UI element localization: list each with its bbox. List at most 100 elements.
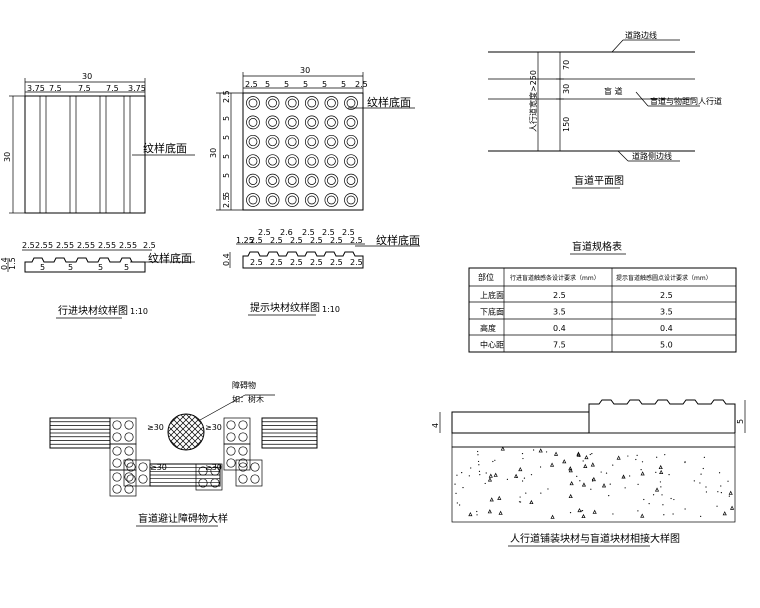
obstacle-hatch — [168, 414, 175, 450]
warning-block-figure: 30 2.5 5 5 5 5 5 2.5 30 2.5 5 5 5 5 5 2.… — [209, 66, 420, 316]
aggregate — [605, 472, 608, 474]
fig2-sec-top: 2.5 — [250, 236, 263, 245]
table-cell: 7.5 — [553, 341, 566, 350]
aggregate — [643, 498, 645, 501]
aggregate — [591, 453, 593, 455]
aggregate — [592, 480, 594, 482]
fig2-dim-total: 30 — [300, 66, 310, 75]
tile-dot — [124, 446, 134, 456]
aggregate — [637, 510, 639, 512]
dot-outer — [324, 154, 339, 169]
table-title: 盲道规格表 — [572, 240, 622, 253]
obstacle-hatch — [191, 414, 204, 450]
dot-outer — [304, 173, 319, 188]
fig2-sec-low: 2.5 — [350, 258, 363, 267]
dot-outer — [324, 115, 339, 130]
dot-grid — [246, 96, 358, 207]
table-cell: 0.4 — [660, 324, 673, 333]
tile-dot — [112, 432, 122, 442]
tile-dot — [112, 446, 122, 456]
fig3-bottom-label: 道路侧边线 — [632, 151, 672, 161]
fig1-dim-side: 30 — [3, 152, 12, 162]
obstacle-hatch — [179, 414, 204, 450]
concrete-speckle — [454, 446, 735, 519]
aggregate — [514, 473, 519, 478]
fig2-dim-top: 5 — [265, 80, 270, 89]
aggregate — [545, 451, 548, 453]
tile-dot — [238, 474, 248, 484]
aggregate — [468, 475, 470, 477]
dot-inner — [327, 176, 336, 185]
fig2-sec-side: 0.4 — [222, 253, 231, 266]
aggregate — [601, 483, 607, 488]
aggregate — [718, 472, 721, 474]
dot-outer — [246, 96, 260, 110]
aggregate — [478, 470, 481, 472]
dot-inner — [307, 195, 317, 205]
aggregate — [640, 469, 642, 471]
dot-inner — [346, 137, 356, 147]
fig1-dim-d: 7.5 — [106, 84, 119, 93]
fig1-face-label2: 纹样底面 — [148, 251, 192, 265]
aggregate — [562, 459, 567, 464]
aggregate — [519, 501, 522, 503]
aggregate — [522, 457, 524, 460]
dot-inner — [268, 137, 277, 147]
aggregate — [538, 448, 543, 453]
aggregate — [547, 488, 549, 490]
fig1-title: 行进块材纹样图 — [58, 304, 128, 317]
fig2-dim-top: 5 — [284, 80, 289, 89]
table-cell: 2.5 — [660, 291, 673, 300]
fig2-sec-top2: 2.6 — [280, 228, 293, 237]
dot-inner — [346, 176, 356, 185]
fig3-title: 盲道平面图 — [574, 174, 624, 187]
aggregate — [478, 464, 480, 466]
tile-dot — [112, 458, 122, 468]
tile-dot — [124, 458, 134, 468]
dot-outer — [304, 96, 319, 110]
aggregate — [576, 451, 581, 456]
tile-dot — [124, 432, 134, 442]
spec-table: 盲道规格表 部位 行进盲道触感条设计要求（mm） 提示盲道触感圆点设计要求（mm… — [468, 240, 737, 353]
fig2-side-tick: 5 — [222, 154, 231, 159]
fig2-sec-top: 2.5 — [350, 236, 363, 245]
aggregate — [673, 498, 675, 501]
dot-outer — [324, 193, 339, 207]
fig2-sec-top2: 2.5 — [302, 228, 315, 237]
aggregate — [518, 501, 521, 503]
fig2-dim-top: 5 — [303, 80, 308, 89]
fig3-obstacle-label: 盲道与物距同人行道 — [650, 96, 722, 106]
fig1-sec-side2: 1.5 — [8, 257, 17, 270]
table-header-guide: 行进盲道触感条设计要求（mm） — [510, 274, 600, 282]
table-cell: 下底面 — [480, 307, 504, 317]
fig2-title: 提示块材纹样图 — [250, 301, 320, 314]
dot-outer — [246, 115, 260, 130]
aggregate — [540, 492, 542, 494]
dot-inner — [327, 195, 336, 205]
fig3-dim: 150 — [562, 117, 571, 132]
aggregate — [722, 511, 727, 516]
aggregate — [521, 480, 524, 482]
fig2-side-tick: 2.5 — [222, 195, 231, 208]
dot-inner — [327, 98, 336, 108]
dot-outer — [265, 173, 280, 188]
fig2-side-tick: 5 — [222, 173, 231, 178]
aggregate — [729, 505, 735, 510]
aggregate — [672, 513, 674, 515]
aggregate — [635, 458, 637, 461]
tile-dot — [124, 472, 134, 482]
aggregate — [641, 461, 644, 463]
tile-dot — [250, 474, 260, 484]
aggregate — [518, 466, 523, 472]
obstacle-hatch — [132, 414, 168, 450]
fig4-dim: ≥30 — [147, 423, 164, 432]
fig1-sec-low: 5 — [98, 263, 103, 272]
table-cell: 上底面 — [480, 290, 504, 300]
aggregate — [579, 480, 581, 482]
aggregate — [539, 466, 542, 468]
aggregate — [568, 493, 573, 499]
table-cell: 5.0 — [660, 341, 673, 350]
dot-inner — [248, 137, 258, 147]
aggregate — [498, 510, 503, 515]
